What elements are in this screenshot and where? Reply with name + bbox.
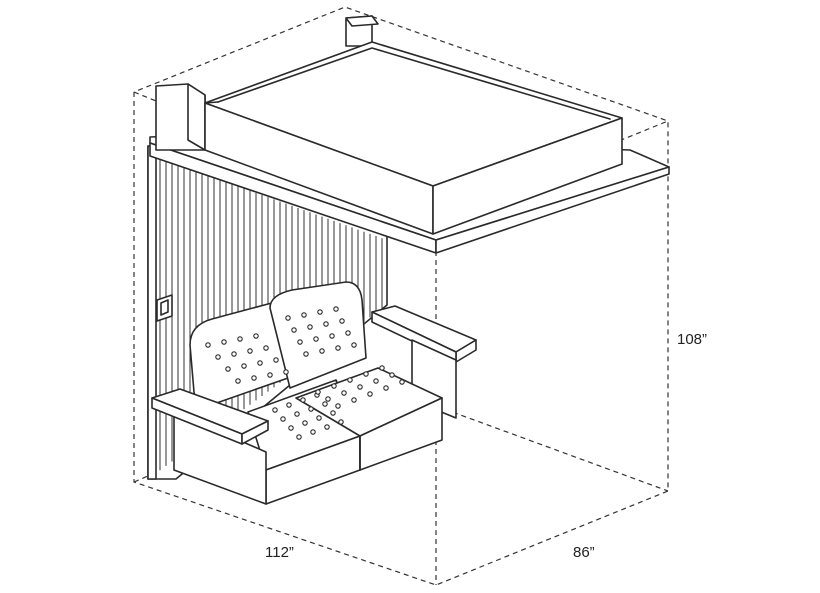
- tuft-button: [341, 390, 347, 396]
- tuft-button: [235, 378, 241, 384]
- tuft-button: [286, 402, 292, 408]
- tuft-button: [373, 378, 379, 384]
- tuft-button: [294, 411, 300, 417]
- tuft-button: [383, 385, 389, 391]
- tuft-button: [329, 333, 335, 339]
- tuft-button: [263, 345, 269, 351]
- tuft-button: [303, 351, 309, 357]
- tuft-button: [237, 336, 243, 342]
- tuft-button: [338, 419, 344, 425]
- tuft-button: [291, 327, 297, 333]
- tuft-button: [301, 312, 307, 318]
- tuft-button: [247, 348, 253, 354]
- wall-outlet: [156, 294, 173, 322]
- tuft-button: [351, 397, 357, 403]
- tuft-button: [205, 342, 211, 348]
- tuft-button: [333, 306, 339, 312]
- tuft-button: [272, 407, 278, 413]
- tuft-button: [221, 339, 227, 345]
- tuft-button: [357, 384, 363, 390]
- tuft-button: [310, 429, 316, 435]
- tuft-button: [316, 415, 322, 421]
- tuft-button: [267, 372, 273, 378]
- tuft-button: [225, 366, 231, 372]
- tuft-button: [231, 351, 237, 357]
- height-dimension-label: 108”: [677, 331, 707, 348]
- tuft-button: [325, 396, 331, 402]
- tuft-button: [345, 330, 351, 336]
- tuft-button: [330, 410, 336, 416]
- tuft-button: [324, 424, 330, 430]
- tuft-button: [308, 406, 314, 412]
- tuft-button: [317, 309, 323, 315]
- tuft-button: [285, 315, 291, 321]
- width-dimension-label: 112”: [265, 544, 294, 561]
- tuft-button: [351, 342, 357, 348]
- depth-dimension-label: 86”: [573, 544, 595, 561]
- tuft-button: [273, 357, 279, 363]
- tuft-button: [322, 401, 328, 407]
- tuft-button: [319, 348, 325, 354]
- tuft-button: [300, 397, 306, 403]
- tuft-button: [331, 383, 337, 389]
- loft-bed: [149, 15, 670, 254]
- tuft-button: [302, 420, 308, 426]
- back-cushion-right: [269, 281, 367, 389]
- tuft-button: [253, 333, 259, 339]
- tuft-button: [257, 360, 263, 366]
- tuft-button: [315, 389, 321, 395]
- tuft-button: [280, 416, 286, 422]
- tuft-button: [335, 403, 341, 409]
- tuft-button: [363, 371, 369, 377]
- tuft-button: [297, 339, 303, 345]
- tuft-button: [241, 363, 247, 369]
- tuft-button: [251, 375, 257, 381]
- tuft-button: [335, 345, 341, 351]
- tuft-button: [339, 318, 345, 324]
- tuft-button: [399, 379, 405, 385]
- tuft-button: [389, 372, 395, 378]
- tuft-button: [307, 324, 313, 330]
- tuft-button: [296, 434, 302, 440]
- tuft-button: [288, 425, 294, 431]
- tuft-button: [215, 354, 221, 360]
- cushion-buttons: [205, 306, 405, 440]
- tuft-button: [283, 369, 289, 375]
- tuft-button: [313, 336, 319, 342]
- tuft-button: [323, 321, 329, 327]
- tuft-button: [379, 365, 385, 371]
- tuft-button: [347, 377, 353, 383]
- sofa: [151, 281, 477, 505]
- tuft-button: [367, 391, 373, 397]
